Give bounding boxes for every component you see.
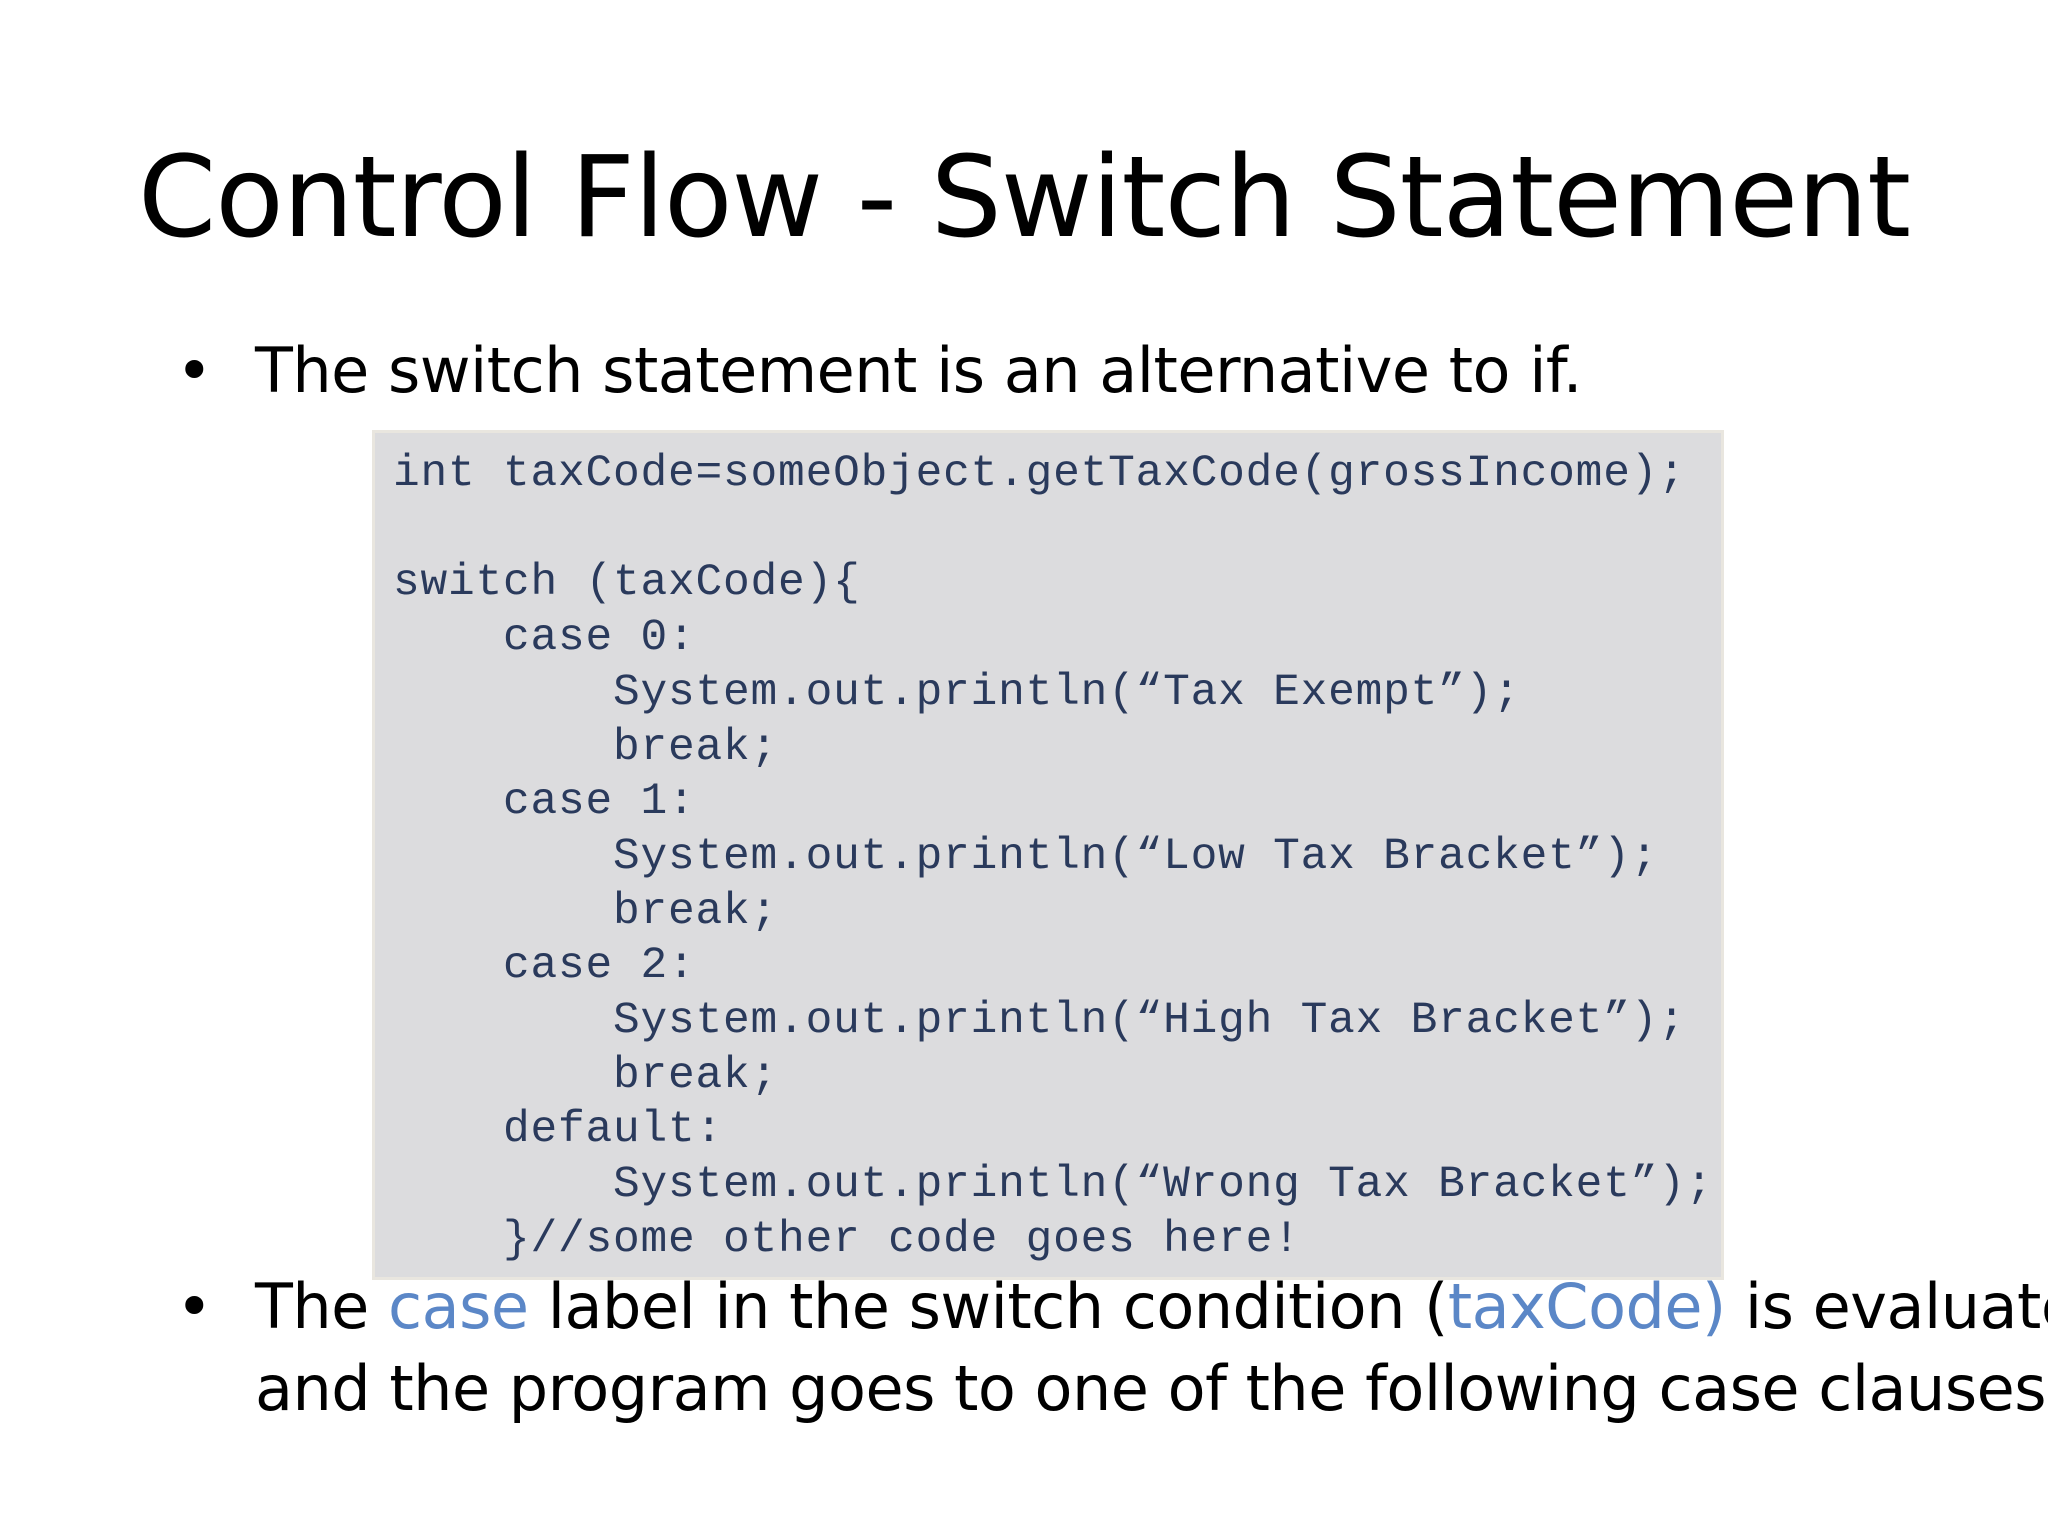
code-line: break; [393,1050,779,1101]
keyword-taxcode: taxCode) [1447,1270,1726,1343]
bullet-marker: • [176,334,213,407]
code-line: case 0: [393,613,696,664]
slide-title: Control Flow - Switch Statement [138,133,1911,263]
code-line: default: [393,1105,724,1156]
bullet-text-part: The [255,1270,389,1343]
code-line: break; [393,722,779,773]
code-text: int taxCode=someObject.getTaxCode(grossI… [393,447,1713,1268]
code-line: System.out.println(“Wrong Tax Bracket”); [393,1160,1714,1211]
bullet-text-part: is evaluated [1744,1270,2048,1343]
code-line: case 2: [393,941,696,992]
bullet-text-explanation: The case label in the switch condition (… [255,1266,2048,1430]
bullet-marker: • [176,1270,213,1343]
code-line: System.out.println(“Tax Exempt”); [393,667,1521,718]
bullet-text-line2: and the program goes to one of the follo… [255,1352,2047,1425]
bullet-text-part: label in the switch condition ( [528,1270,1449,1343]
code-line: System.out.println(“Low Tax Bracket”); [393,831,1659,882]
code-line: }//some other code goes here! [393,1214,1301,1265]
code-line: switch (taxCode){ [393,558,861,609]
code-line: case 1: [393,777,696,828]
code-line: int taxCode=someObject.getTaxCode(grossI… [393,449,1686,499]
code-block: int taxCode=someObject.getTaxCode(grossI… [372,430,1724,1280]
code-line: System.out.println(“High Tax Bracket”); [393,996,1686,1047]
bullet-text-intro: The switch statement is an alternative t… [255,334,1582,407]
keyword-case: case [388,1270,529,1343]
code-line: break; [393,886,779,937]
